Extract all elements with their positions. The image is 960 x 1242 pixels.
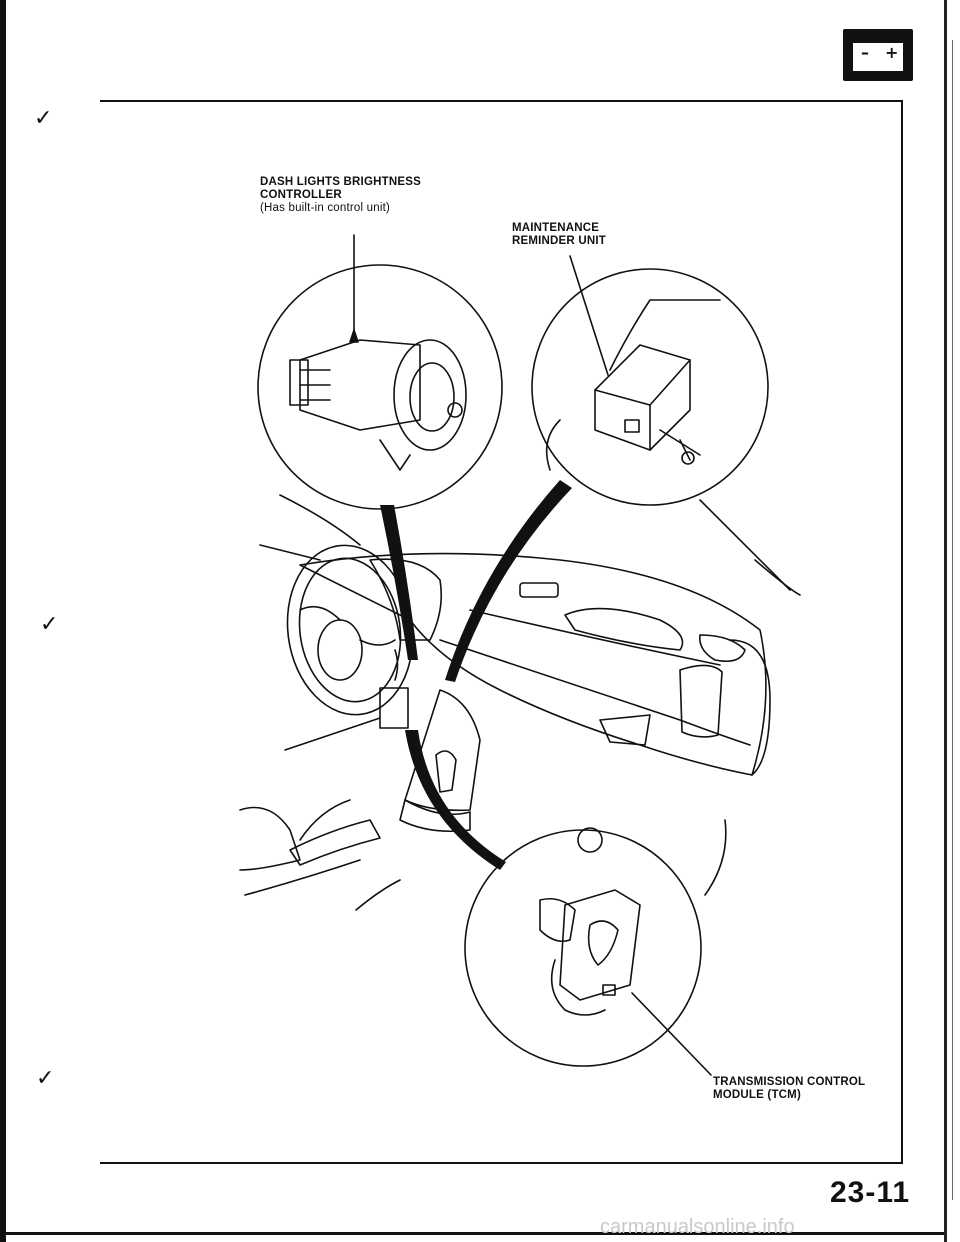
center-vent (564, 607, 684, 651)
page-right-edge (944, 0, 947, 1242)
watermark: carmanualsonline.info (600, 1216, 795, 1238)
maintenance-label-line1: MAINTENANCE (512, 222, 600, 234)
side-vent (698, 634, 746, 663)
page-binding-edge (0, 0, 6, 1242)
maintenance-reminder-part (545, 299, 721, 471)
tcm-label-line1: TRANSMISSION CONTROL (713, 1076, 866, 1088)
instrument-cluster (369, 558, 443, 641)
console-armrest (289, 819, 381, 866)
fuse-box (379, 687, 409, 729)
dash-lights-label-line3: (Has built-in control unit) (260, 202, 391, 214)
battery-icon-face: – + (853, 43, 903, 71)
battery-minus-terminal: – (861, 43, 869, 62)
seat-edge (239, 806, 301, 871)
page-right-edge-thin (952, 40, 953, 1200)
dash-lights-label-line1: DASH LIGHTS BRIGHTNESS (260, 176, 421, 188)
leader-maintenance (569, 255, 609, 376)
connector-tcm (405, 730, 506, 870)
tcm-label: TRANSMISSION CONTROL MODULE (TCM) (713, 1076, 865, 1102)
battery-plus-terminal: + (885, 43, 899, 62)
bottom-rule (0, 1232, 944, 1235)
maintenance-label-line2: REMINDER UNIT (512, 235, 606, 247)
center-console (404, 689, 481, 812)
page-number: 23-11 (830, 1176, 911, 1209)
margin-check-icon: ✓ (36, 1066, 55, 1091)
dash-lights-label-line2: CONTROLLER (260, 189, 342, 201)
connector-dash-lights (380, 505, 418, 660)
maintenance-reminder-label: MAINTENANCE REMINDER UNIT (512, 222, 606, 248)
glovebox (679, 664, 723, 738)
tcm-label-line2: MODULE (TCM) (713, 1089, 801, 1101)
diagram-frame (100, 100, 903, 1164)
dash-sensor (519, 582, 559, 598)
steering-hub (317, 619, 363, 681)
shift-lever (435, 750, 457, 793)
margin-check-icon: ✓ (34, 106, 53, 131)
dash-lights-controller-label: DASH LIGHTS BRIGHTNESS CONTROLLER (Has b… (260, 176, 421, 215)
dashboard-outline (299, 552, 767, 776)
tcm-part (539, 827, 641, 1016)
margin-check-icon: ✓ (40, 612, 59, 637)
leader-tcm (631, 992, 712, 1076)
connector-maintenance (445, 480, 572, 682)
battery-icon: – + (843, 29, 913, 81)
maintenance-detail-circle (531, 268, 769, 506)
dash-lights-detail-circle (257, 264, 503, 510)
dimmer-controller-part (289, 339, 467, 471)
